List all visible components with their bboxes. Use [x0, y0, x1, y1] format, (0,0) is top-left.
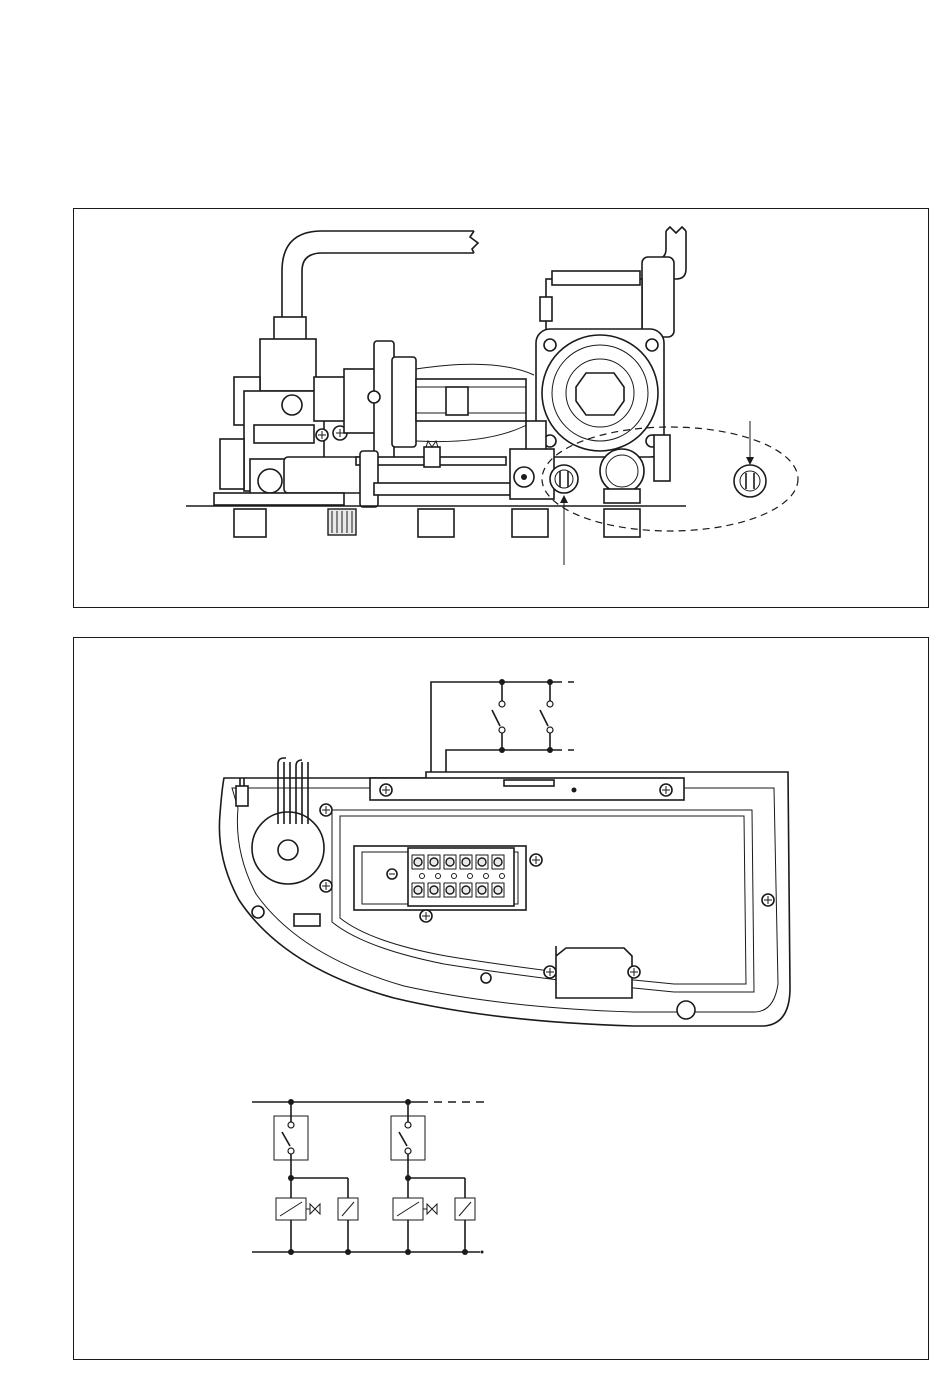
- bottom-fitting-3: [418, 509, 454, 537]
- terminal-screw: [494, 858, 502, 866]
- control-box-drawing: [74, 638, 930, 1361]
- terminal-screw: [462, 858, 470, 866]
- bottom-latch: [677, 1001, 695, 1019]
- flange-screw: [368, 391, 380, 403]
- rod-clip: [424, 447, 440, 467]
- switch-1-contact-top: [499, 701, 505, 707]
- pipe-break-mark-left: [470, 231, 478, 253]
- housing-screw-left: [252, 906, 264, 918]
- terminal-screw: [494, 886, 502, 894]
- pump-vent-plug: [576, 373, 624, 415]
- pump-bolt-tr: [646, 339, 658, 351]
- bottom-subcover: [556, 946, 632, 998]
- bottom-fitting-5: [604, 509, 640, 537]
- bottom-screw: [481, 973, 491, 983]
- valve-top-fitting: [274, 317, 306, 341]
- pump-assembly-figure: [73, 208, 929, 608]
- bottom-fitting-4: [512, 509, 548, 537]
- switch-2-contact-bottom: [547, 727, 553, 733]
- ground-connector: [236, 786, 248, 806]
- switch-2-contact-top: [547, 701, 553, 707]
- pump-left-lug: [526, 421, 546, 451]
- valve-symbol-1: [306, 1204, 320, 1214]
- terminal-screw: [414, 858, 422, 866]
- knurled-connector: [600, 449, 644, 493]
- terminal-screw: [430, 858, 438, 866]
- pump-bolt-tl: [544, 339, 556, 351]
- valve-body-upper: [260, 339, 316, 391]
- pump-right-lug: [654, 435, 670, 481]
- bottom-fitting-1: [234, 509, 266, 537]
- rod-sleeve: [360, 451, 378, 507]
- flow-valve-window: [446, 387, 468, 415]
- pump-assembly-drawing: [74, 209, 930, 609]
- switch-2-blade: [540, 710, 548, 726]
- pump-cap-ridge: [552, 271, 640, 285]
- terminal-screw: [462, 886, 470, 894]
- cable-gland-hole: [278, 840, 298, 860]
- terminal-screw: [478, 886, 486, 894]
- pipe-break-mark-right: [666, 227, 686, 233]
- switch-1-blade: [492, 710, 500, 726]
- drain-plug-right: [734, 465, 766, 497]
- drain-plug-left: [550, 465, 578, 493]
- valve-schematic: [252, 1099, 484, 1255]
- base-plate-left: [214, 493, 344, 505]
- switch-1-contact-bottom: [499, 727, 505, 733]
- valve-left-flange: [220, 439, 244, 489]
- valve-knob: [282, 395, 302, 415]
- terminal-screw: [430, 886, 438, 894]
- terminal-screw: [478, 858, 486, 866]
- label-slot: [294, 914, 320, 926]
- lower-rod: [374, 483, 518, 495]
- terminal-screw: [414, 886, 422, 894]
- valve-lower-cap: [258, 469, 282, 493]
- pump-riser-pipe: [642, 257, 674, 337]
- control-wiring-figure: [73, 637, 929, 1360]
- tab-notch: [504, 780, 554, 786]
- pump-cap-tab: [540, 297, 552, 321]
- terminal-screw: [446, 886, 454, 894]
- connector-base: [604, 489, 640, 503]
- flow-valve-body: [416, 379, 526, 421]
- valve-symbol-2: [423, 1204, 437, 1214]
- left-supply-pipe: [282, 231, 474, 319]
- valve-elbow: [254, 425, 314, 443]
- terminal-screw: [446, 858, 454, 866]
- diaphragm-cover: [392, 357, 416, 447]
